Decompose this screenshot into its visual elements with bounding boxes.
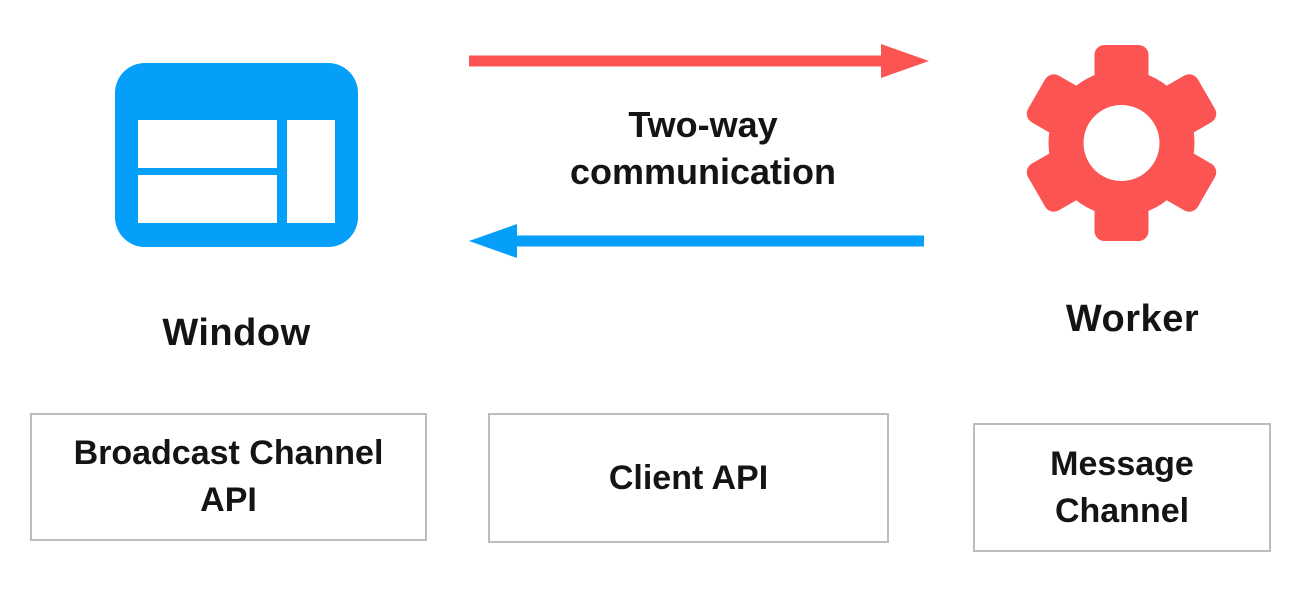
channel-box-client-api-label: Client API <box>608 458 769 497</box>
channel-box-broadcast: Broadcast Channel API <box>30 413 427 541</box>
browser-window-icon <box>115 63 358 247</box>
right-arrow-icon <box>469 44 929 78</box>
channel-box-message-channel-label: Message Channel <box>1050 444 1194 530</box>
communication-label: Two-way communication <box>569 104 837 192</box>
worker-label: Worker <box>1065 298 1200 340</box>
left-arrow-icon <box>469 224 924 258</box>
window-label: Window <box>162 312 311 354</box>
channel-box-message-channel: Message Channel <box>973 423 1271 552</box>
channel-box-client-api: Client API <box>488 413 889 543</box>
channel-box-broadcast-label: Broadcast Channel API <box>73 434 384 519</box>
gear-icon <box>1026 45 1217 241</box>
